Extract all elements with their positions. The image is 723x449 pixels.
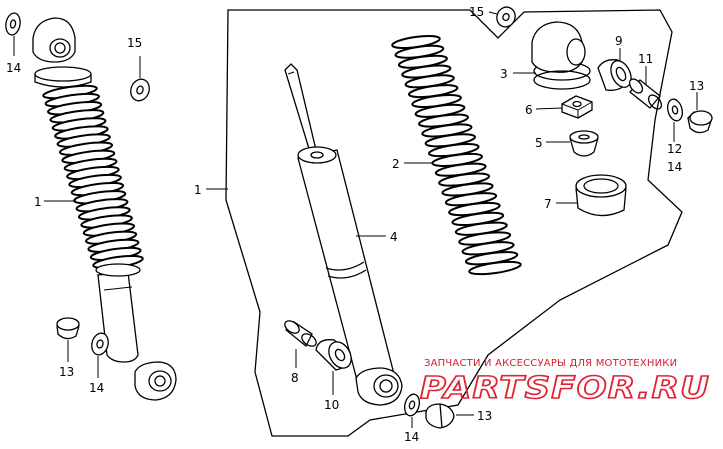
watermark-logo: PARTSFOR.RU	[420, 371, 710, 406]
label-11: 11	[638, 52, 653, 66]
part-7-spring-seat	[575, 174, 627, 217]
label-4: 4	[390, 230, 398, 244]
part-11-collar	[628, 78, 663, 110]
label-3: 3	[500, 67, 508, 81]
label-7: 7	[544, 197, 552, 211]
part-10-bushing	[315, 339, 352, 371]
label-14-bottom: 14	[404, 430, 419, 444]
label-9: 9	[615, 34, 623, 48]
label-15-top: 15	[469, 5, 484, 19]
washer-14-left	[91, 332, 109, 356]
label-13-left: 13	[59, 365, 74, 379]
assembled-spring	[42, 84, 144, 270]
spring-coil	[468, 260, 522, 276]
watermark: ЗАПЧАСТИ И АКСЕССУАРЫ ДЛЯ МОТОТЕХНИКИ PA…	[419, 358, 710, 407]
part-4-damper	[284, 63, 403, 406]
part-8-collar	[284, 320, 317, 348]
label-14-left: 14	[89, 381, 104, 395]
label-14-right: 14	[667, 160, 682, 174]
label-15-left: 15	[127, 36, 142, 50]
label-12: 12	[667, 142, 682, 156]
part-5-rubber-bush	[569, 130, 599, 157]
assembled-rear-shock	[32, 17, 177, 401]
part-9-bushing	[597, 59, 632, 91]
washer-15-top	[496, 6, 516, 28]
label-10: 10	[324, 398, 339, 412]
part-2-spring	[391, 35, 522, 276]
leader-lines	[13, 11, 698, 428]
watermark-caption: ЗАПЧАСТИ И АКСЕССУАРЫ ДЛЯ МОТОТЕХНИКИ	[424, 358, 677, 369]
label-13-bottom: 13	[477, 409, 492, 423]
label-1-left: 1	[34, 195, 42, 209]
callout-labels: 1 1 2 3 4 5 6 7 8 9 10 11 12 13 13 13 14…	[6, 5, 704, 444]
label-5: 5	[535, 136, 543, 150]
washer-14-bottom	[404, 393, 420, 417]
label-8: 8	[291, 371, 299, 385]
part-6-nut	[561, 95, 593, 119]
label-2: 2	[392, 157, 400, 171]
part-13-cap-nut-right	[687, 110, 713, 134]
label-1-group: 1	[194, 183, 202, 197]
label-6: 6	[525, 103, 533, 117]
washer-15-left	[130, 78, 150, 102]
label-13-right: 13	[689, 79, 704, 93]
washer-14-topleft	[5, 12, 21, 36]
part-13-cap-nut-bottom	[425, 403, 455, 429]
label-14-topleft: 14	[6, 61, 21, 75]
assembly-group-outline	[225, 9, 683, 437]
part-12-washer	[667, 98, 683, 122]
part-3-upper-cap	[531, 21, 591, 90]
part-13-cap-nut-left	[56, 317, 80, 340]
